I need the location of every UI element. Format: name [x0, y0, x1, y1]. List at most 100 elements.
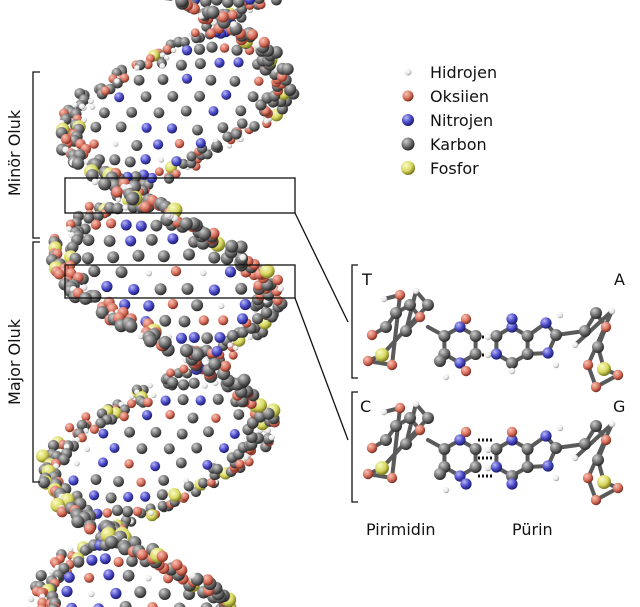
cg-pair-bracket: [352, 392, 358, 502]
atom-o: [140, 201, 151, 212]
atom-n: [61, 586, 72, 597]
atom-n: [66, 603, 77, 607]
atom-n: [140, 492, 150, 502]
atom-n: [460, 478, 471, 489]
atom-c: [116, 122, 127, 133]
atom-n: [143, 300, 154, 311]
atom-n: [506, 313, 517, 324]
atom-n: [214, 332, 225, 343]
atom-o: [147, 602, 157, 607]
atom-c: [159, 588, 171, 600]
atom-c: [192, 125, 203, 136]
atom-o: [461, 314, 471, 324]
atom-n: [402, 114, 414, 126]
atom-o: [179, 365, 188, 374]
atom-h: [159, 63, 165, 69]
atom-o: [202, 574, 213, 585]
cytosine-guanine-pair: [363, 401, 623, 505]
atom-h: [230, 21, 237, 28]
atom-h: [134, 65, 140, 71]
atom-h: [572, 342, 578, 348]
atom-c: [91, 474, 102, 485]
atom-c: [176, 458, 187, 469]
atom-c: [189, 378, 200, 389]
atom-c: [105, 536, 118, 549]
atom-c: [404, 299, 416, 311]
atom-c: [248, 91, 259, 102]
atom-o: [583, 473, 593, 483]
atom-c: [490, 443, 502, 455]
atom-c: [99, 107, 110, 118]
atom-o: [106, 218, 116, 228]
atom-c: [235, 283, 247, 295]
atom-c: [133, 250, 145, 262]
atom-c: [98, 178, 111, 191]
atom-n: [540, 317, 551, 328]
atom-n: [225, 266, 236, 277]
atom-c: [438, 443, 450, 455]
atom-c: [178, 394, 189, 405]
atom-o: [199, 315, 209, 325]
atom-c: [470, 330, 482, 342]
atom-o: [90, 425, 99, 434]
atom-n: [98, 429, 108, 439]
atom-c: [107, 251, 119, 263]
atom-c: [271, 0, 282, 5]
atom-n: [491, 348, 502, 359]
atom-o: [363, 356, 373, 366]
atom-h: [509, 368, 515, 374]
atom-c: [522, 348, 534, 360]
atom-h: [381, 296, 387, 302]
atom-h: [145, 575, 151, 581]
atom-n: [123, 492, 133, 502]
atom-h: [113, 141, 119, 147]
atom-n: [171, 156, 181, 166]
atom-h: [243, 455, 249, 461]
atom-o: [211, 414, 220, 423]
atom-c: [104, 235, 116, 247]
atom-n: [237, 313, 248, 324]
atom-c: [592, 454, 604, 466]
atom-h: [114, 78, 120, 84]
atom-c: [36, 570, 47, 581]
atom-o: [363, 469, 373, 479]
atom-c: [167, 91, 178, 102]
atom-o: [387, 360, 397, 370]
atom-n: [182, 45, 192, 55]
atom-c: [159, 315, 171, 327]
atom-o: [171, 559, 182, 570]
atom-n: [240, 299, 251, 310]
atom-o: [84, 523, 95, 534]
cytosine-letter: C: [360, 397, 371, 416]
atom-p: [597, 362, 611, 376]
atom-c: [157, 489, 168, 500]
atom-c: [137, 443, 148, 454]
zoom-connector-lines: [295, 213, 348, 440]
atom-o: [61, 134, 71, 144]
atom-c: [106, 492, 117, 503]
atom-h: [557, 425, 563, 431]
atom-h: [84, 446, 90, 452]
atom-n: [68, 475, 78, 485]
atom-c: [218, 122, 229, 133]
atom-h: [381, 409, 387, 415]
atom-h: [405, 69, 412, 76]
atom-o: [136, 478, 145, 487]
atom-c: [590, 420, 602, 432]
atom-h: [88, 98, 94, 104]
atom-c: [206, 6, 219, 19]
atom-h: [609, 308, 615, 314]
atom-o: [163, 45, 172, 54]
atom-c: [125, 156, 136, 167]
atom-c: [188, 413, 199, 424]
atom-n: [128, 284, 139, 295]
atom-h: [148, 383, 153, 388]
atom-h: [278, 286, 284, 292]
atom-c: [181, 106, 192, 117]
atom-c: [213, 394, 224, 405]
covalent-bond: [392, 408, 400, 478]
atom-n: [110, 443, 120, 453]
atom-o: [235, 459, 244, 468]
atom-h: [158, 157, 164, 163]
atom-c: [579, 325, 591, 337]
